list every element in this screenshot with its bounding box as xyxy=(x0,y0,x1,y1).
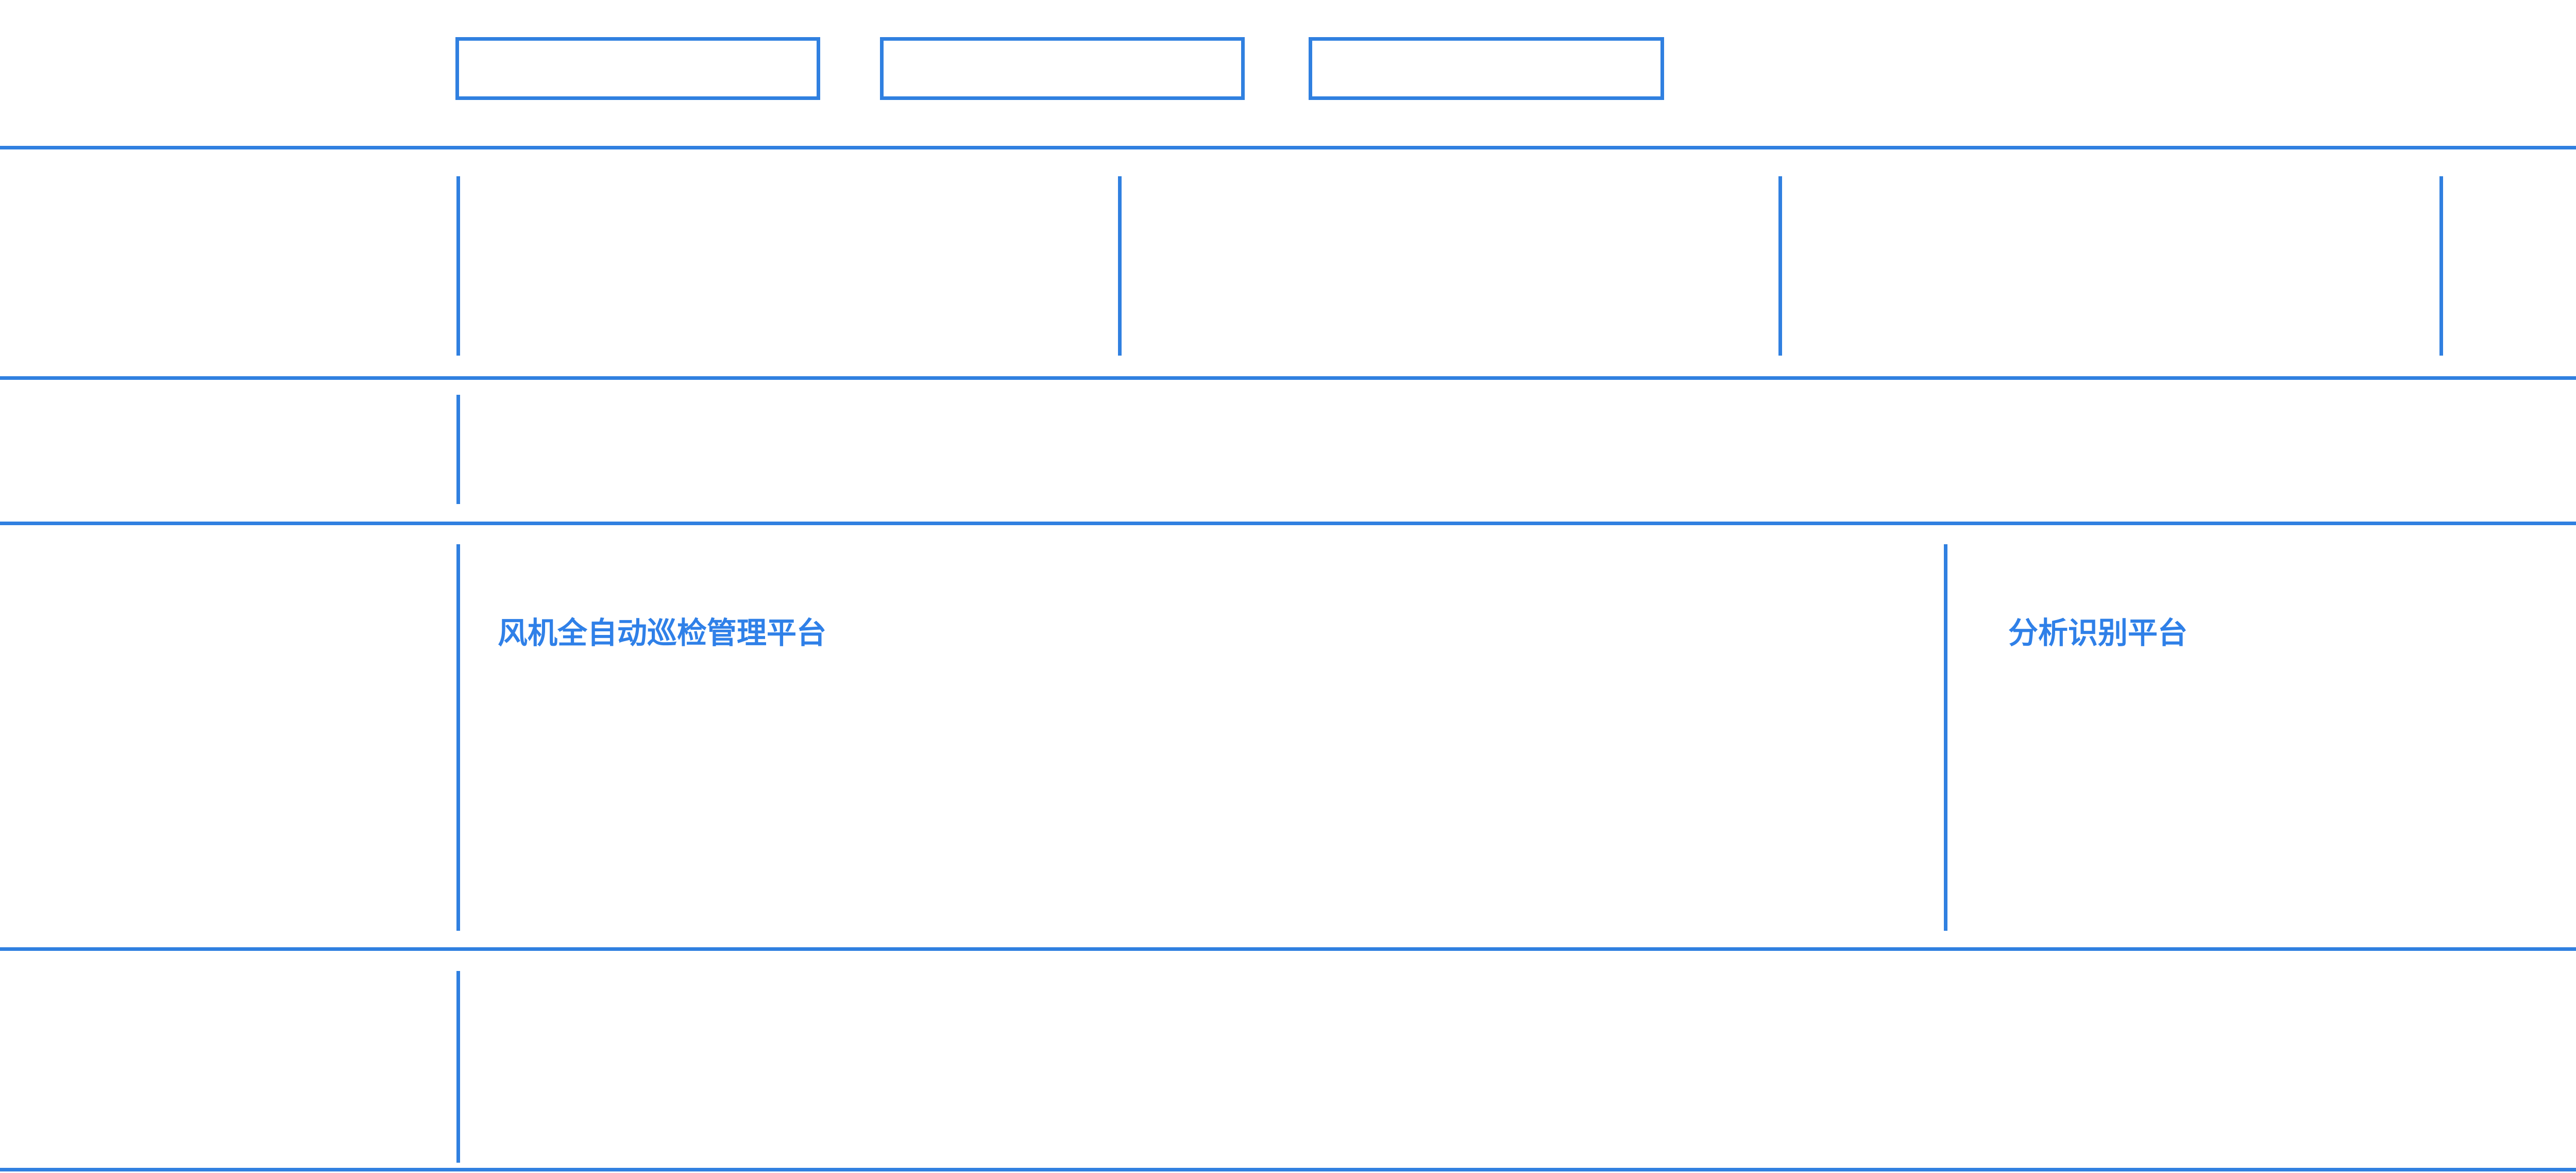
row5-column-separator-1 xyxy=(456,971,460,1163)
row4-column-separator-1 xyxy=(456,544,460,931)
inspection-platform-heading: 风机全自动巡检管理平台 xyxy=(498,616,827,650)
row2-column-separator-2 xyxy=(1118,176,1122,356)
section-divider-5 xyxy=(0,1168,2576,1171)
section-divider-1 xyxy=(0,146,2576,149)
top-box-1[interactable] xyxy=(455,37,820,100)
top-box-2[interactable] xyxy=(880,37,1245,100)
row2-column-separator-1 xyxy=(456,176,460,356)
top-box-3[interactable] xyxy=(1309,37,1664,100)
section-divider-3 xyxy=(0,522,2576,525)
row3-column-separator-1 xyxy=(456,395,460,504)
row2-column-separator-4 xyxy=(2439,176,2443,356)
section-divider-4 xyxy=(0,947,2576,951)
row2-column-separator-3 xyxy=(1778,176,1782,356)
section-divider-2 xyxy=(0,376,2576,380)
analysis-platform-heading: 分析识别平台 xyxy=(2008,616,2188,650)
row4-column-separator-2 xyxy=(1944,544,1947,931)
